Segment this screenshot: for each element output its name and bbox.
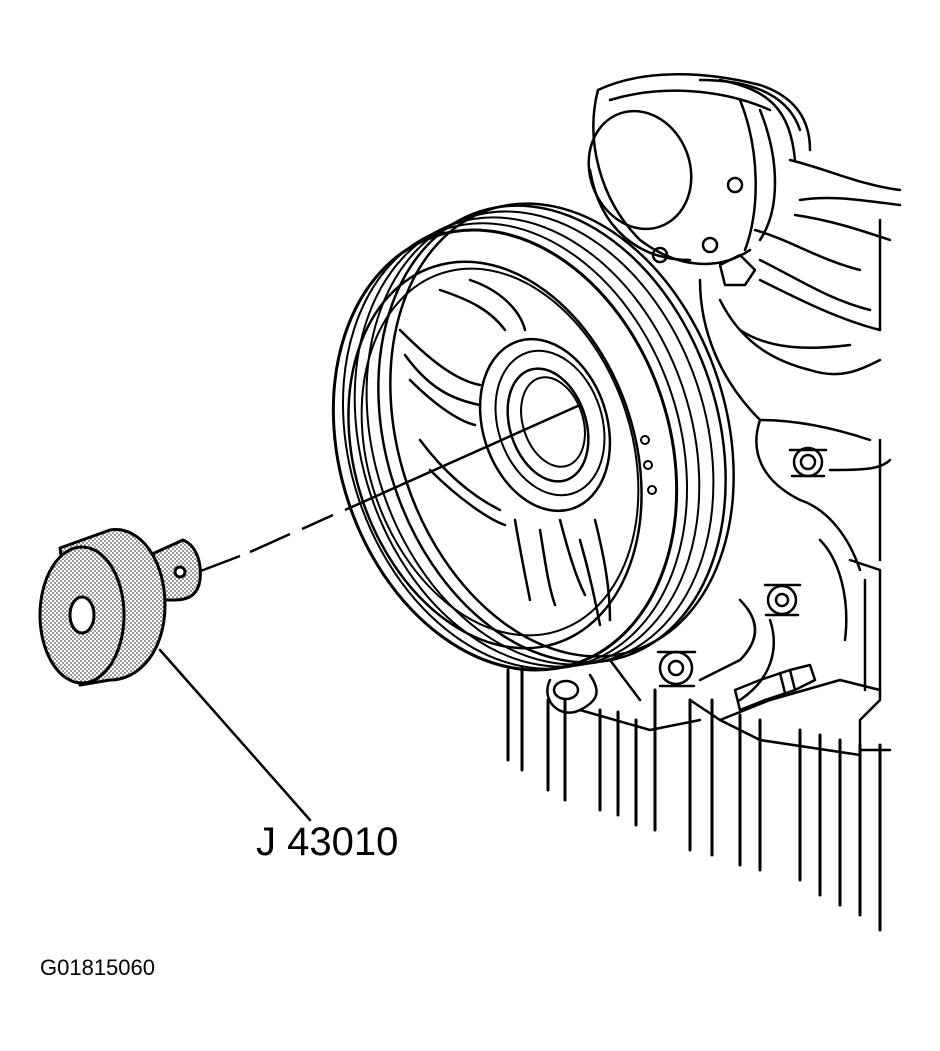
- figure-code-label: G01815060: [40, 955, 155, 980]
- upper-housing: [587, 73, 902, 332]
- tool-number-label: J 43010: [256, 820, 399, 864]
- pulley-spokes: [398, 278, 612, 627]
- timing-cover: [546, 278, 892, 757]
- engine-fins: [506, 666, 882, 932]
- engine-front-cover: [506, 73, 902, 932]
- alignment-line: [197, 403, 581, 574]
- crankshaft-pulley: [331, 202, 735, 672]
- installer-tool: [38, 528, 312, 822]
